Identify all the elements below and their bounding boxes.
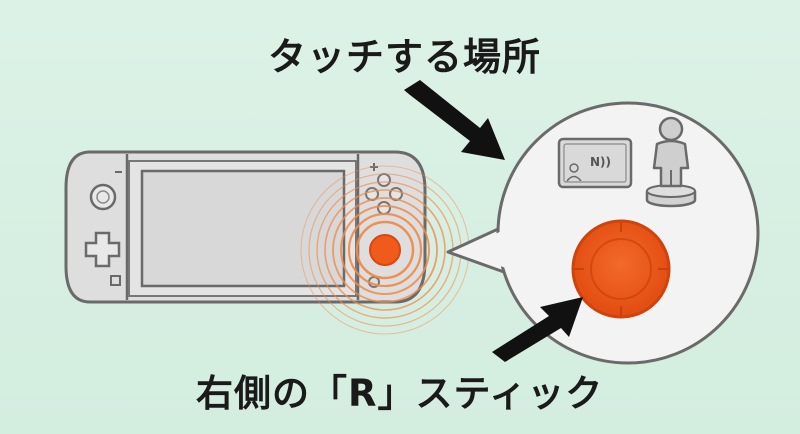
touch-ring	[355, 220, 415, 280]
touch-ring	[332, 197, 438, 303]
nfc-mark: N))	[590, 155, 611, 169]
x-button-icon	[377, 173, 391, 187]
bottom-arrow	[492, 297, 583, 362]
amiibo-card-icon: N))	[557, 137, 633, 189]
r-stick-caption: 右側の「R」スティック	[196, 372, 604, 415]
top-arrow	[404, 80, 505, 160]
arrow-icon	[404, 80, 583, 362]
capture-button-icon	[110, 275, 121, 286]
console-r-stick-icon	[369, 234, 401, 266]
game-console-icon	[64, 150, 427, 304]
left-stick-icon	[89, 183, 117, 211]
touch-ring	[324, 189, 446, 311]
b-button-icon	[377, 201, 391, 215]
amiibo-figure-icon	[645, 116, 697, 208]
plus-button-icon	[370, 163, 378, 171]
title-caption: タッチする場所	[268, 35, 542, 79]
zoom-bubble: N))	[446, 101, 760, 365]
r-stick-icon	[571, 219, 671, 319]
touch-ring	[347, 212, 423, 288]
dpad-icon	[84, 231, 121, 268]
left-stick-cap	[96, 190, 110, 204]
console-screen	[140, 169, 346, 288]
touch-ring	[340, 205, 430, 295]
bubble-tail-cover	[458, 222, 530, 276]
